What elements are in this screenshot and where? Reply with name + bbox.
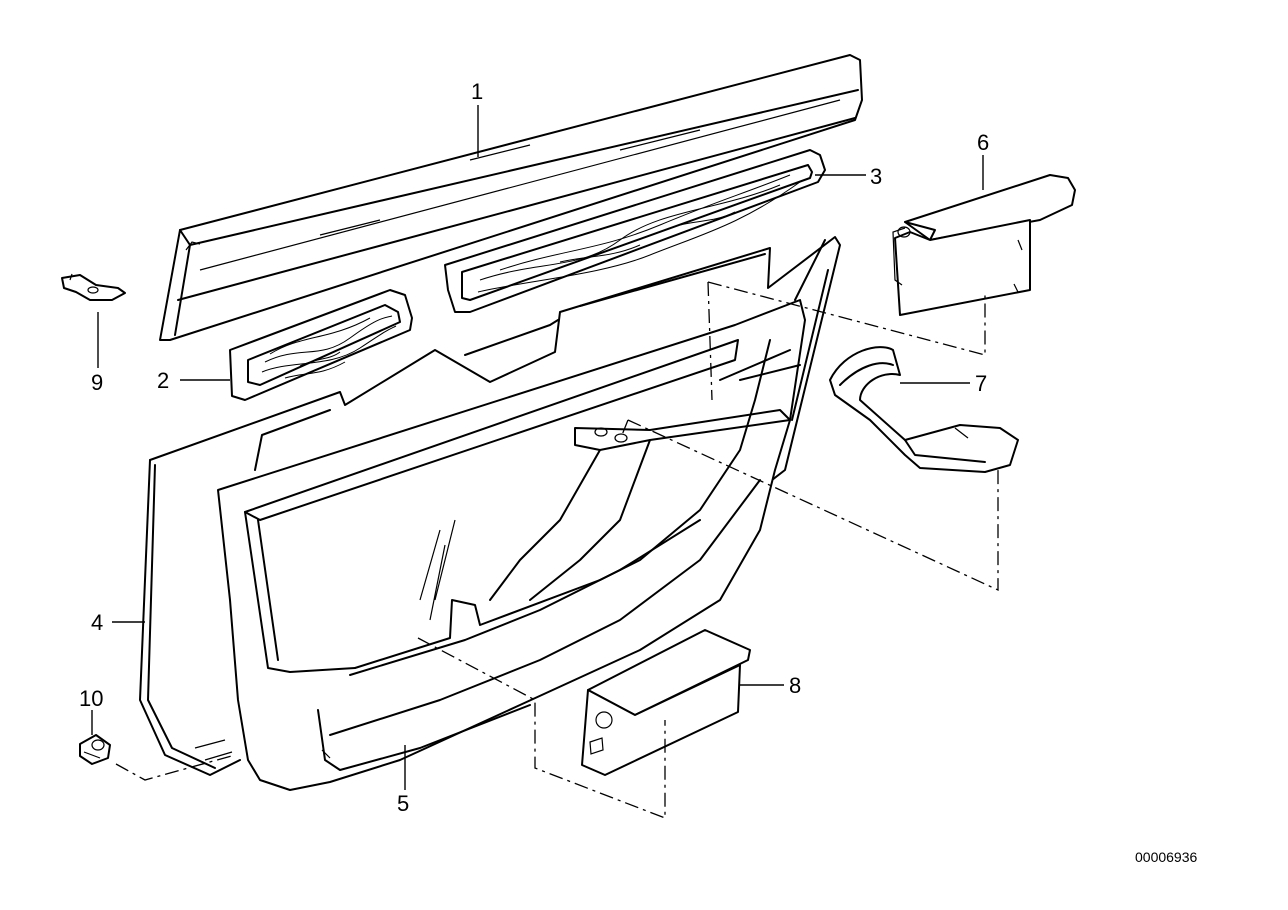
callout-2[interactable]: 2	[157, 368, 169, 393]
part-4-door-panel[interactable]	[139, 236, 841, 776]
callout-5[interactable]: 5	[397, 791, 409, 816]
leader-lines	[91, 105, 984, 790]
part-1-top-rail[interactable]	[159, 54, 863, 341]
part-10-fastener[interactable]	[79, 734, 111, 765]
part-6-upper-handle[interactable]	[892, 174, 1076, 316]
callout-3[interactable]: 3	[870, 164, 882, 189]
callout-9[interactable]: 9	[91, 370, 103, 395]
callouts: 1 2 3 4 5 6 7 8 9 10	[79, 79, 989, 816]
part-2-wood-trim-small[interactable]	[229, 289, 413, 401]
callout-4[interactable]: 4	[91, 610, 103, 635]
callout-6[interactable]: 6	[977, 130, 989, 155]
callout-10[interactable]: 10	[79, 686, 103, 711]
part-7-armrest-grip[interactable]	[829, 346, 1019, 473]
part-9-clip[interactable]	[61, 273, 126, 301]
callout-8[interactable]: 8	[789, 673, 801, 698]
part-3-wood-trim-long[interactable]	[444, 149, 826, 313]
callout-1[interactable]: 1	[471, 79, 483, 104]
part-8-lower-pocket[interactable]	[581, 629, 751, 776]
reference-number: 00006936	[1135, 849, 1198, 865]
callout-7[interactable]: 7	[975, 371, 987, 396]
part-5-inner-panel[interactable]	[217, 239, 829, 791]
assembly-lines	[115, 281, 999, 819]
